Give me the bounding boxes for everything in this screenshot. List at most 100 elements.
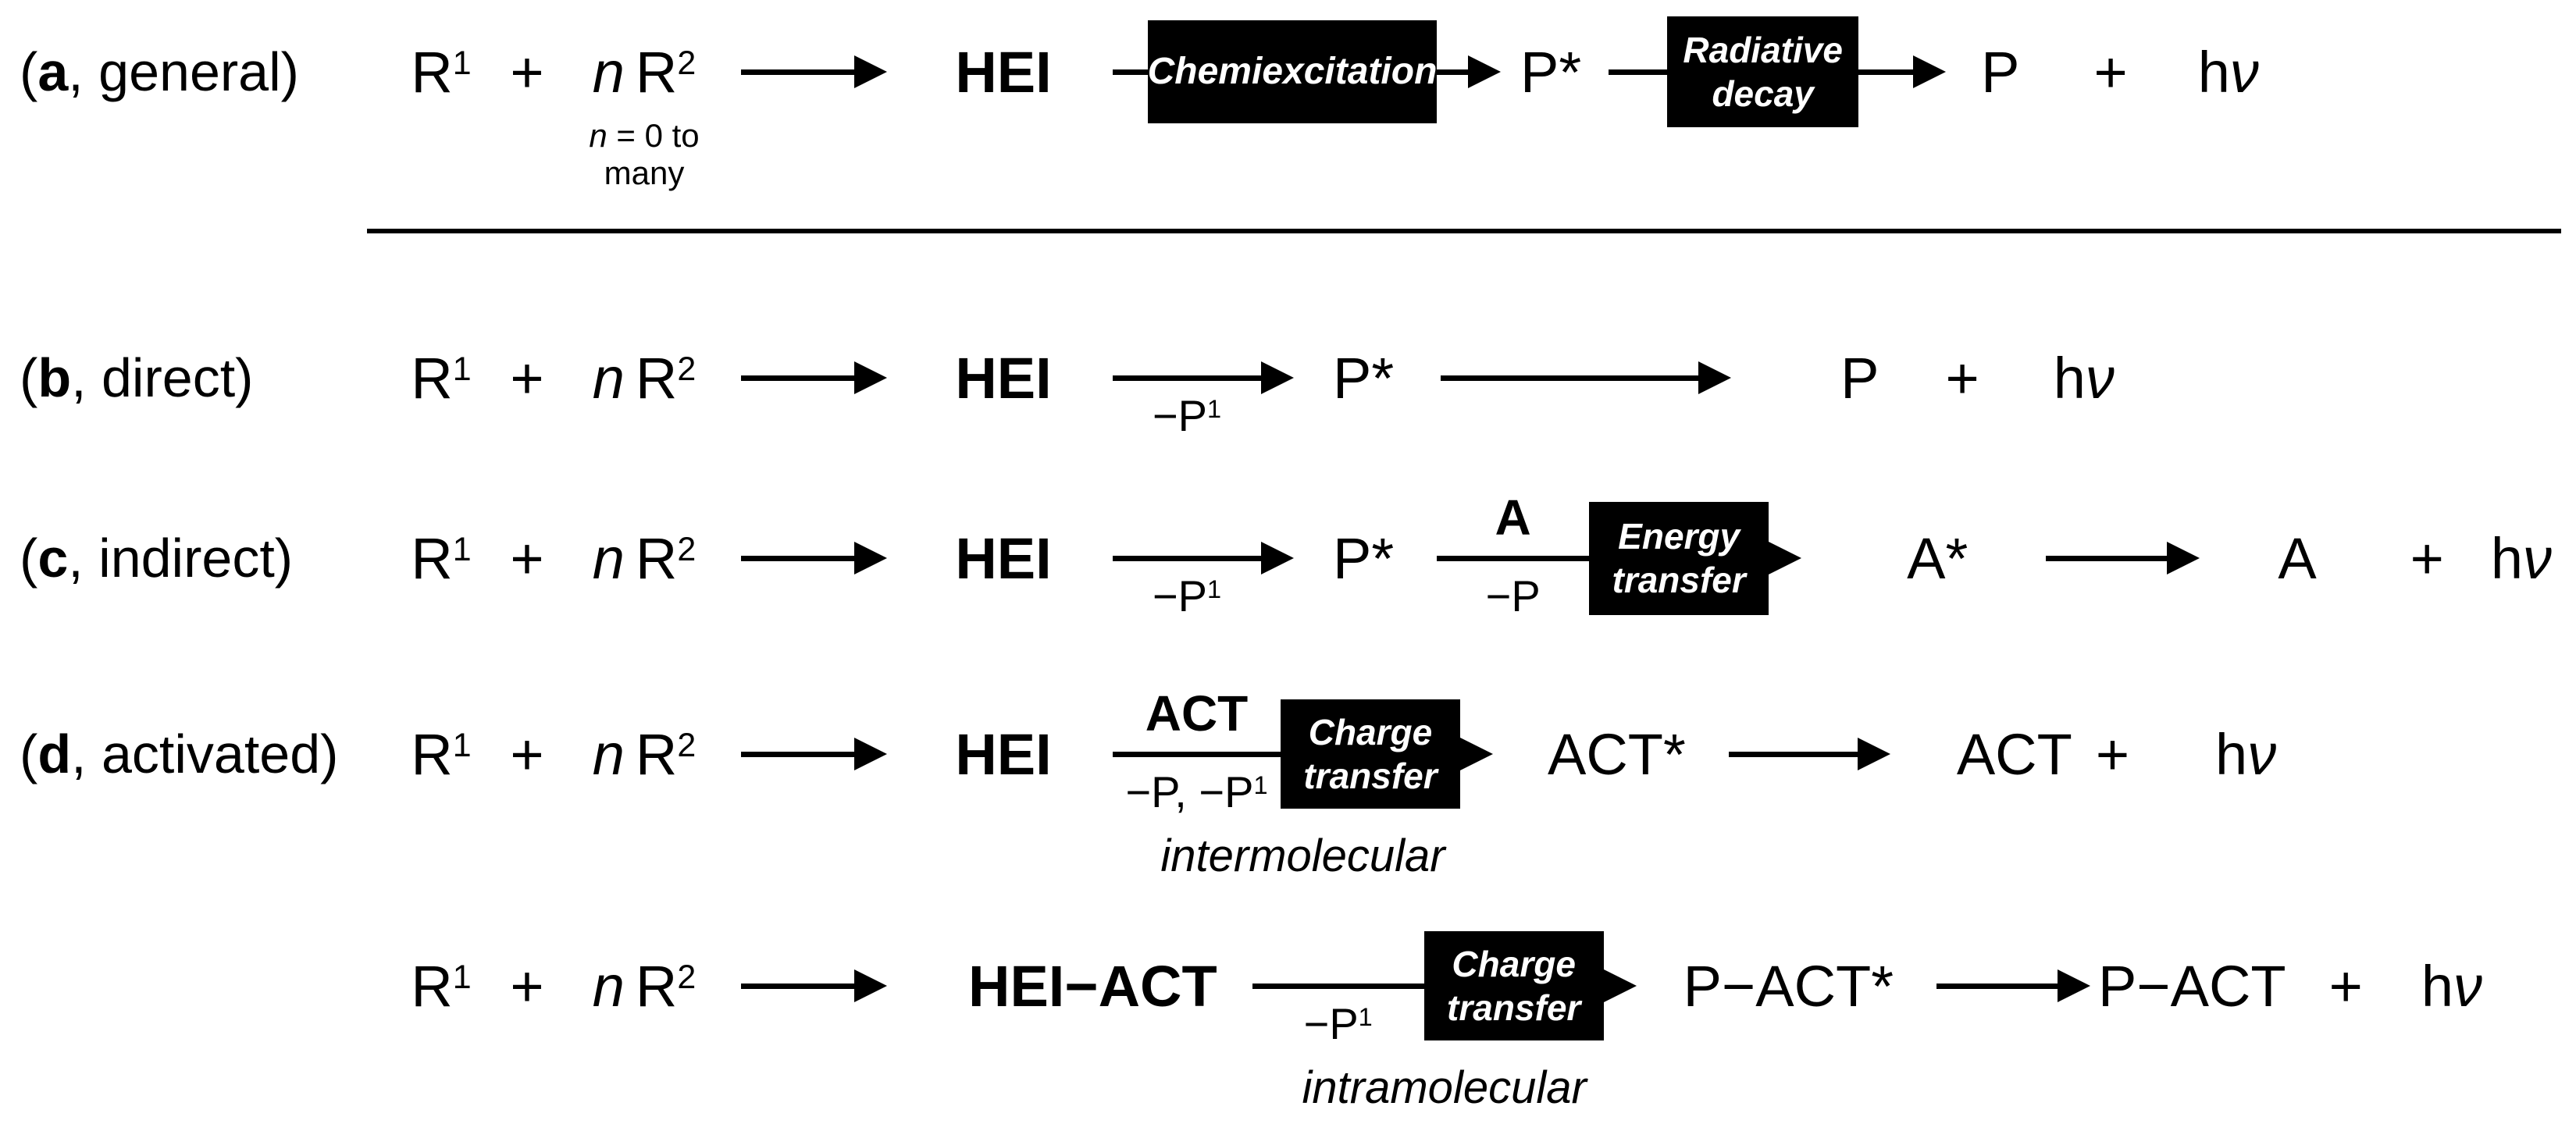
- plus-operator: +: [500, 39, 554, 105]
- charge-transfer-box-line2: transfer: [1303, 756, 1438, 796]
- coefficient-n: n: [592, 39, 625, 105]
- arrow-shaft: ACT −P, −P1: [1113, 688, 1281, 813]
- arrowhead: [1913, 55, 1947, 88]
- arrowhead: [1857, 738, 1890, 770]
- row-b-label: (b, direct): [0, 347, 383, 409]
- radiative-decay-box-line2: decay: [1712, 73, 1814, 114]
- r1-term: R1: [411, 525, 471, 592]
- arrow-shaft: [1936, 983, 2058, 989]
- chemiexcitation-step: Chemiexcitation: [1113, 20, 1501, 123]
- loss-arrow: −P1: [1113, 361, 1294, 437]
- emission-arrow: [1441, 361, 1732, 394]
- arrow-shaft: −P1: [1252, 983, 1424, 1045]
- excited-acceptor-term: A*: [1907, 525, 1969, 591]
- arrow-shaft: [741, 555, 854, 561]
- hei-slot: HEI: [894, 721, 1113, 788]
- bond-dash: −: [1064, 953, 1099, 1019]
- photon-nu: ν: [2523, 525, 2553, 591]
- arrow-below-label: −P, −P1: [1125, 770, 1267, 814]
- photon-h: h: [2215, 721, 2248, 787]
- row-d-label: (d, activated): [0, 723, 383, 785]
- photon-nu: ν: [2453, 953, 2482, 1019]
- section-divider: [367, 229, 2561, 233]
- energy-transfer-box-line2: transfer: [1612, 560, 1746, 600]
- intramolecular-label: intramolecular: [1302, 1062, 1587, 1113]
- plus-sign: +: [510, 39, 544, 105]
- hei-slot: HEI: [894, 345, 1113, 411]
- r1-symbol: R: [411, 525, 453, 591]
- r1-superscript: 1: [452, 531, 472, 569]
- arrowhead: [1698, 361, 1732, 394]
- r2-superscript: 2: [677, 959, 697, 997]
- product-term: P−ACT: [2098, 953, 2286, 1019]
- photon-term: hν: [2198, 39, 2259, 105]
- row-c-label: (c, indirect): [0, 527, 383, 589]
- r1-superscript: 1: [452, 44, 472, 83]
- r1-symbol: R: [411, 39, 453, 105]
- r2-symbol: R: [635, 525, 678, 591]
- coefficient-n: n: [592, 721, 625, 787]
- formation-arrow-slot: [734, 542, 894, 574]
- product-term: P: [1840, 345, 1879, 411]
- label-key-letter: d: [37, 724, 72, 784]
- loss-label-superscript: 1: [1358, 1002, 1373, 1031]
- charge-transfer-box-line2: transfer: [1447, 987, 1581, 1028]
- arrowhead: [1261, 361, 1294, 394]
- plus-sign: +: [1945, 345, 1979, 411]
- arrowhead: [1603, 969, 1637, 1002]
- chemiexcitation-box: Chemiexcitation: [1148, 20, 1437, 123]
- arrowhead: [1261, 542, 1294, 574]
- note-text: = 0 to many: [604, 117, 700, 191]
- label-key-letter: a: [37, 41, 69, 102]
- formation-arrow-slot: [734, 361, 894, 394]
- product-term: P: [1981, 39, 2020, 105]
- plus-sign: +: [510, 345, 544, 411]
- plus-operator: +: [500, 525, 554, 592]
- excited-product-term: P*: [1333, 345, 1395, 411]
- arrow-shaft: [1609, 69, 1668, 75]
- loss-label: −P, −P: [1125, 767, 1254, 816]
- photon-term: hν: [2421, 953, 2482, 1019]
- r1-term: R1: [411, 345, 471, 411]
- photon-nu: ν: [2085, 345, 2115, 411]
- reactant-1: R1: [383, 525, 500, 592]
- formation-arrow: [741, 738, 887, 770]
- arrowhead: [2167, 542, 2200, 574]
- coefficient-note: n = 0 to many: [550, 117, 738, 192]
- r1-symbol: R: [411, 953, 453, 1019]
- arrow-shaft: [741, 751, 854, 757]
- excited-adduct-term: ACT*: [1548, 721, 1686, 787]
- emission-arrow: [1936, 969, 2091, 1002]
- arrow-below-label: −P1: [1153, 393, 1221, 438]
- excited-product-term: P*: [1333, 525, 1395, 591]
- photon-h: h: [2421, 953, 2453, 1019]
- row-b-label-text: (b, direct): [20, 347, 253, 409]
- hei-slot: HEI: [894, 525, 1113, 592]
- arrow-shaft: [2046, 555, 2168, 561]
- arrow-shaft: [1113, 69, 1148, 75]
- reactant-1: R1: [383, 39, 500, 105]
- r2-superscript: 2: [677, 727, 697, 765]
- formation-arrow: [741, 969, 887, 1002]
- product-term: ACT: [1956, 721, 2072, 787]
- product-term: A: [2278, 525, 2317, 591]
- charge-transfer-box-line1: Charge: [1308, 711, 1433, 752]
- arrow-shaft: [1437, 69, 1468, 75]
- arrowhead: [854, 361, 887, 394]
- label-open-paren: (: [20, 528, 38, 589]
- arrow-shaft: [741, 375, 854, 381]
- hei-slot: HEI: [894, 39, 1113, 105]
- r1-symbol: R: [411, 345, 453, 411]
- r1-symbol: R: [411, 721, 453, 787]
